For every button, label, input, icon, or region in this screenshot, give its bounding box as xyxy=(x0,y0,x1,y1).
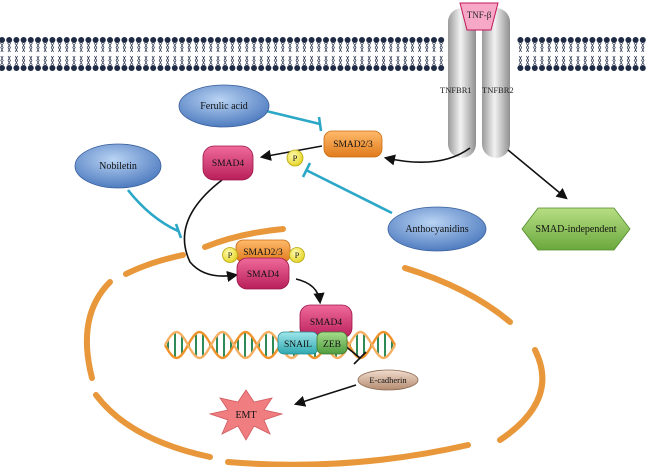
receptor-label-tnfbr2: TNFBR2 xyxy=(482,85,514,95)
nucleus-envelope xyxy=(83,226,546,467)
complex-phosphate-left-label: P xyxy=(228,251,233,260)
smad-independent-label: SMAD-independent xyxy=(535,224,616,235)
ligand-label: TNF-β xyxy=(467,10,492,20)
phosphate-free-label: P xyxy=(293,153,298,163)
receptor-label-tnfbr1: TNFBR1 xyxy=(440,85,472,95)
inhibition-anthocyanidins xyxy=(305,168,393,215)
smad-independent-node: SMAD-independent xyxy=(521,207,631,251)
inhibition-lines xyxy=(126,109,393,239)
drug-label-ferulic-acid: Ferulic acid xyxy=(200,101,247,112)
arrow-receptor-to-smad-independent xyxy=(507,149,568,200)
phosphate-free: P xyxy=(286,149,304,167)
snail-node: SNAIL xyxy=(277,331,319,355)
arrow-receptor-to-smad23 xyxy=(383,147,471,166)
complex-smad4-label: SMAD4 xyxy=(247,270,279,280)
zeb-label: ZEB xyxy=(323,340,341,350)
smad4-label: SMAD4 xyxy=(212,159,244,169)
drug-nobiletin: Nobiletin xyxy=(74,143,162,189)
drug-label-anthocyanidins: Anthocyanidins xyxy=(405,224,468,235)
smad23-label: SMAD2/3 xyxy=(333,140,373,150)
complex-phosphate-right-label: P xyxy=(295,251,300,260)
smad4-node: SMAD4 xyxy=(202,145,254,181)
complex-smad23-label: SMAD2/3 xyxy=(243,248,283,258)
receptor-tnfbr1 xyxy=(448,8,476,158)
drug-label-nobiletin: Nobiletin xyxy=(99,161,137,172)
ecadherin-node: E-cadherin xyxy=(357,369,419,391)
ecadherin-label: E-cadherin xyxy=(369,375,407,385)
cell-membrane xyxy=(0,37,646,71)
smad-complex: SMAD2/3 SMAD4 P P xyxy=(222,239,305,290)
drug-ferulic-acid: Ferulic acid xyxy=(178,84,270,128)
emt-label: EMT xyxy=(235,410,256,421)
zeb-node: ZEB xyxy=(316,331,348,355)
arrow-complex-to-dna xyxy=(295,278,325,305)
arrow-smad4-to-nucleus xyxy=(183,179,239,282)
receptor-tnfbr2 xyxy=(482,8,510,158)
arrow-ecadherin-to-emt xyxy=(293,384,357,407)
drug-anthocyanidins: Anthocyanidins xyxy=(387,206,487,252)
emt-node: EMT xyxy=(208,389,284,441)
snail-label: SNAIL xyxy=(284,340,312,350)
inhibition-ferulic-acid xyxy=(265,109,321,126)
dna-smad4-label: SMAD4 xyxy=(310,318,342,328)
inhibition-nobiletin xyxy=(126,189,179,233)
ligand-tnf-beta xyxy=(459,2,499,31)
smad23-node: SMAD2/3 xyxy=(323,130,383,158)
